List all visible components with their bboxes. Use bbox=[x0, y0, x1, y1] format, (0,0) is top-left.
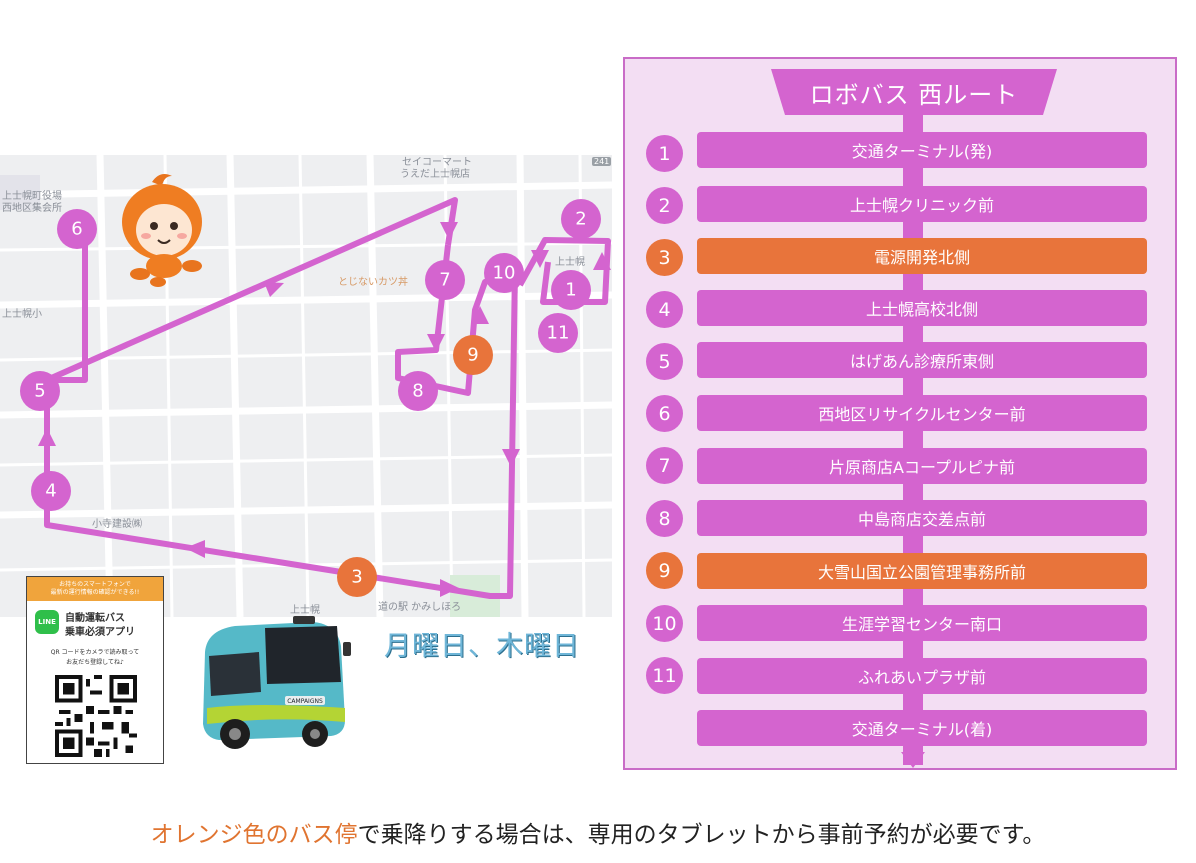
bus-plate-text: CAMPAIGNS bbox=[287, 698, 323, 705]
svg-text:6: 6 bbox=[71, 219, 82, 240]
stop-name-10: 生涯学習センター南口 bbox=[697, 605, 1147, 641]
arrow-loop-down bbox=[531, 250, 549, 268]
stop-number-7: 7 bbox=[646, 447, 683, 484]
route-spine-arrow bbox=[901, 752, 925, 768]
stop-number-2: 2 bbox=[646, 187, 683, 224]
route-number-badge: 241 bbox=[592, 157, 612, 166]
stop-number-11: 11 bbox=[646, 657, 683, 694]
line-app-icon: LINE bbox=[35, 610, 59, 634]
route-title: ロボバス 西ルート bbox=[785, 69, 1043, 115]
map-label-company: 小寺建設㈱ bbox=[92, 519, 142, 530]
stop-number-10: 10 bbox=[646, 605, 683, 642]
stop-name-4: 上士幌高校北側 bbox=[697, 290, 1147, 326]
route-map: セイコーマート うえだ上士幌店 上士幌町役場 西地区集会所 上士幌小 小寺建設㈱… bbox=[0, 155, 612, 617]
operating-days: 月曜日、木曜日 bbox=[384, 631, 580, 662]
map-label-cafe: とじないカツ丼 bbox=[338, 277, 408, 288]
map-stop-7: 7 bbox=[425, 260, 465, 300]
stop-number-8: 8 bbox=[646, 500, 683, 537]
title-ribbon-right bbox=[1043, 69, 1057, 115]
app-card-header: お持ちのスマートフォンで 最新の運行情報の確認ができる!! bbox=[27, 577, 163, 601]
arrow-down-inner-1 bbox=[440, 222, 458, 240]
arrow-diagonal bbox=[264, 282, 284, 297]
stop-name-1: 交通ターミナル(発) bbox=[697, 132, 1147, 168]
map-stop-8: 8 bbox=[398, 371, 438, 411]
app-name-line1: 自動運転バス bbox=[65, 613, 125, 624]
map-stop-3: 3 bbox=[337, 557, 377, 597]
arrow-right-bottom bbox=[440, 579, 459, 597]
map-label-seicomart: セイコーマート bbox=[402, 157, 472, 168]
stop-name-5: はげあん診療所東側 bbox=[697, 342, 1147, 378]
map-stop-2: 2 bbox=[561, 199, 601, 239]
map-stop-6: 6 bbox=[57, 209, 97, 249]
map-label-seicomart-branch: うえだ上士幌店 bbox=[400, 169, 470, 180]
stop-name-8: 中島商店交差点前 bbox=[697, 500, 1147, 536]
stop-number-5: 5 bbox=[646, 343, 683, 380]
map-label-hall: 西地区集会所 bbox=[2, 203, 62, 214]
arrow-down-inner-2 bbox=[427, 334, 445, 352]
stop-number-3: 3 bbox=[646, 239, 683, 276]
map-stop-9: 9 bbox=[453, 335, 493, 375]
svg-text:10: 10 bbox=[493, 263, 516, 284]
map-label-michinoeki: 道の駅 かみしほろ bbox=[378, 602, 462, 613]
qr-instruction-line1: QR コードをカメラで読み取って bbox=[50, 649, 140, 656]
arrow-left-bottom bbox=[185, 540, 205, 558]
svg-text:9: 9 bbox=[467, 345, 478, 366]
svg-text:7: 7 bbox=[439, 270, 450, 291]
svg-text:4: 4 bbox=[45, 481, 56, 502]
reservation-notice-text: で乗降りする場合は、専用のタブレットから事前予約が必要です。 bbox=[357, 822, 1046, 848]
robo-bus-illustration: CAMPAIGNS bbox=[203, 616, 351, 749]
stop-number-1: 1 bbox=[646, 135, 683, 172]
stop-name-3: 電源開発北側 bbox=[697, 238, 1147, 274]
svg-text:3: 3 bbox=[351, 567, 362, 588]
app-card-header-line2: 最新の運行情報の確認ができる!! bbox=[50, 589, 140, 596]
map-stop-11: 11 bbox=[538, 313, 578, 353]
stop-name-6: 西地区リサイクルセンター前 bbox=[697, 395, 1147, 431]
mascot-illustration bbox=[122, 174, 202, 287]
stop-name-terminal-arrival: 交通ターミナル(着) bbox=[697, 710, 1147, 746]
map-stop-10: 10 bbox=[484, 253, 524, 293]
map-label-school: 上士幌小 bbox=[2, 309, 42, 320]
reservation-notice: オレンジ色のバス停で乗降りする場合は、専用のタブレットから事前予約が必要です。 bbox=[0, 815, 1196, 849]
svg-text:1: 1 bbox=[565, 280, 576, 301]
arrow-down-right bbox=[502, 449, 520, 467]
arrow-loop-up bbox=[593, 252, 611, 270]
svg-text:8: 8 bbox=[412, 381, 423, 402]
map-label-town-hall: 上士幌町役場 bbox=[2, 191, 62, 202]
map-label-north: 上士幌 bbox=[555, 257, 585, 268]
direction-arrows bbox=[38, 222, 611, 597]
arrow-up-inner bbox=[471, 306, 489, 324]
app-qr-card: お持ちのスマートフォンで 最新の運行情報の確認ができる!! LINE 自動運転バ… bbox=[26, 576, 164, 764]
stop-markers: 1 2 3 4 5 6 7 8 9 10 11 bbox=[20, 199, 601, 597]
route-line-loop bbox=[517, 237, 611, 305]
svg-text:5: 5 bbox=[34, 381, 45, 402]
stop-number-4: 4 bbox=[646, 291, 683, 328]
stop-name-2: 上士幌クリニック前 bbox=[697, 186, 1147, 222]
stop-name-11: ふれあいプラザ前 bbox=[697, 658, 1147, 694]
app-name-line2: 乗車必須アプリ bbox=[65, 627, 135, 638]
map-stop-1: 1 bbox=[551, 270, 591, 310]
route-spine bbox=[903, 115, 923, 765]
title-ribbon-left bbox=[771, 69, 785, 115]
stop-name-9: 大雪山国立公園管理事務所前 bbox=[697, 553, 1147, 589]
app-card-header-line1: お持ちのスマートフォンで bbox=[59, 581, 131, 588]
qr-code[interactable] bbox=[55, 675, 137, 757]
svg-text:11: 11 bbox=[547, 323, 570, 344]
svg-text:2: 2 bbox=[575, 209, 586, 230]
map-stop-4: 4 bbox=[31, 471, 71, 511]
route-line-diagonal bbox=[38, 197, 458, 386]
reservation-notice-highlight: オレンジ色のバス停 bbox=[150, 822, 358, 848]
stop-number-6: 6 bbox=[646, 395, 683, 432]
arrow-up-left bbox=[38, 428, 56, 446]
map-stop-5: 5 bbox=[20, 371, 60, 411]
stop-number-9: 9 bbox=[646, 552, 683, 589]
stop-name-7: 片原商店Aコープルピナ前 bbox=[697, 448, 1147, 484]
qr-instruction-line2: お友だち登録してね♪ bbox=[66, 659, 124, 666]
map-label-kamishiho: 上士幌 bbox=[290, 605, 320, 616]
